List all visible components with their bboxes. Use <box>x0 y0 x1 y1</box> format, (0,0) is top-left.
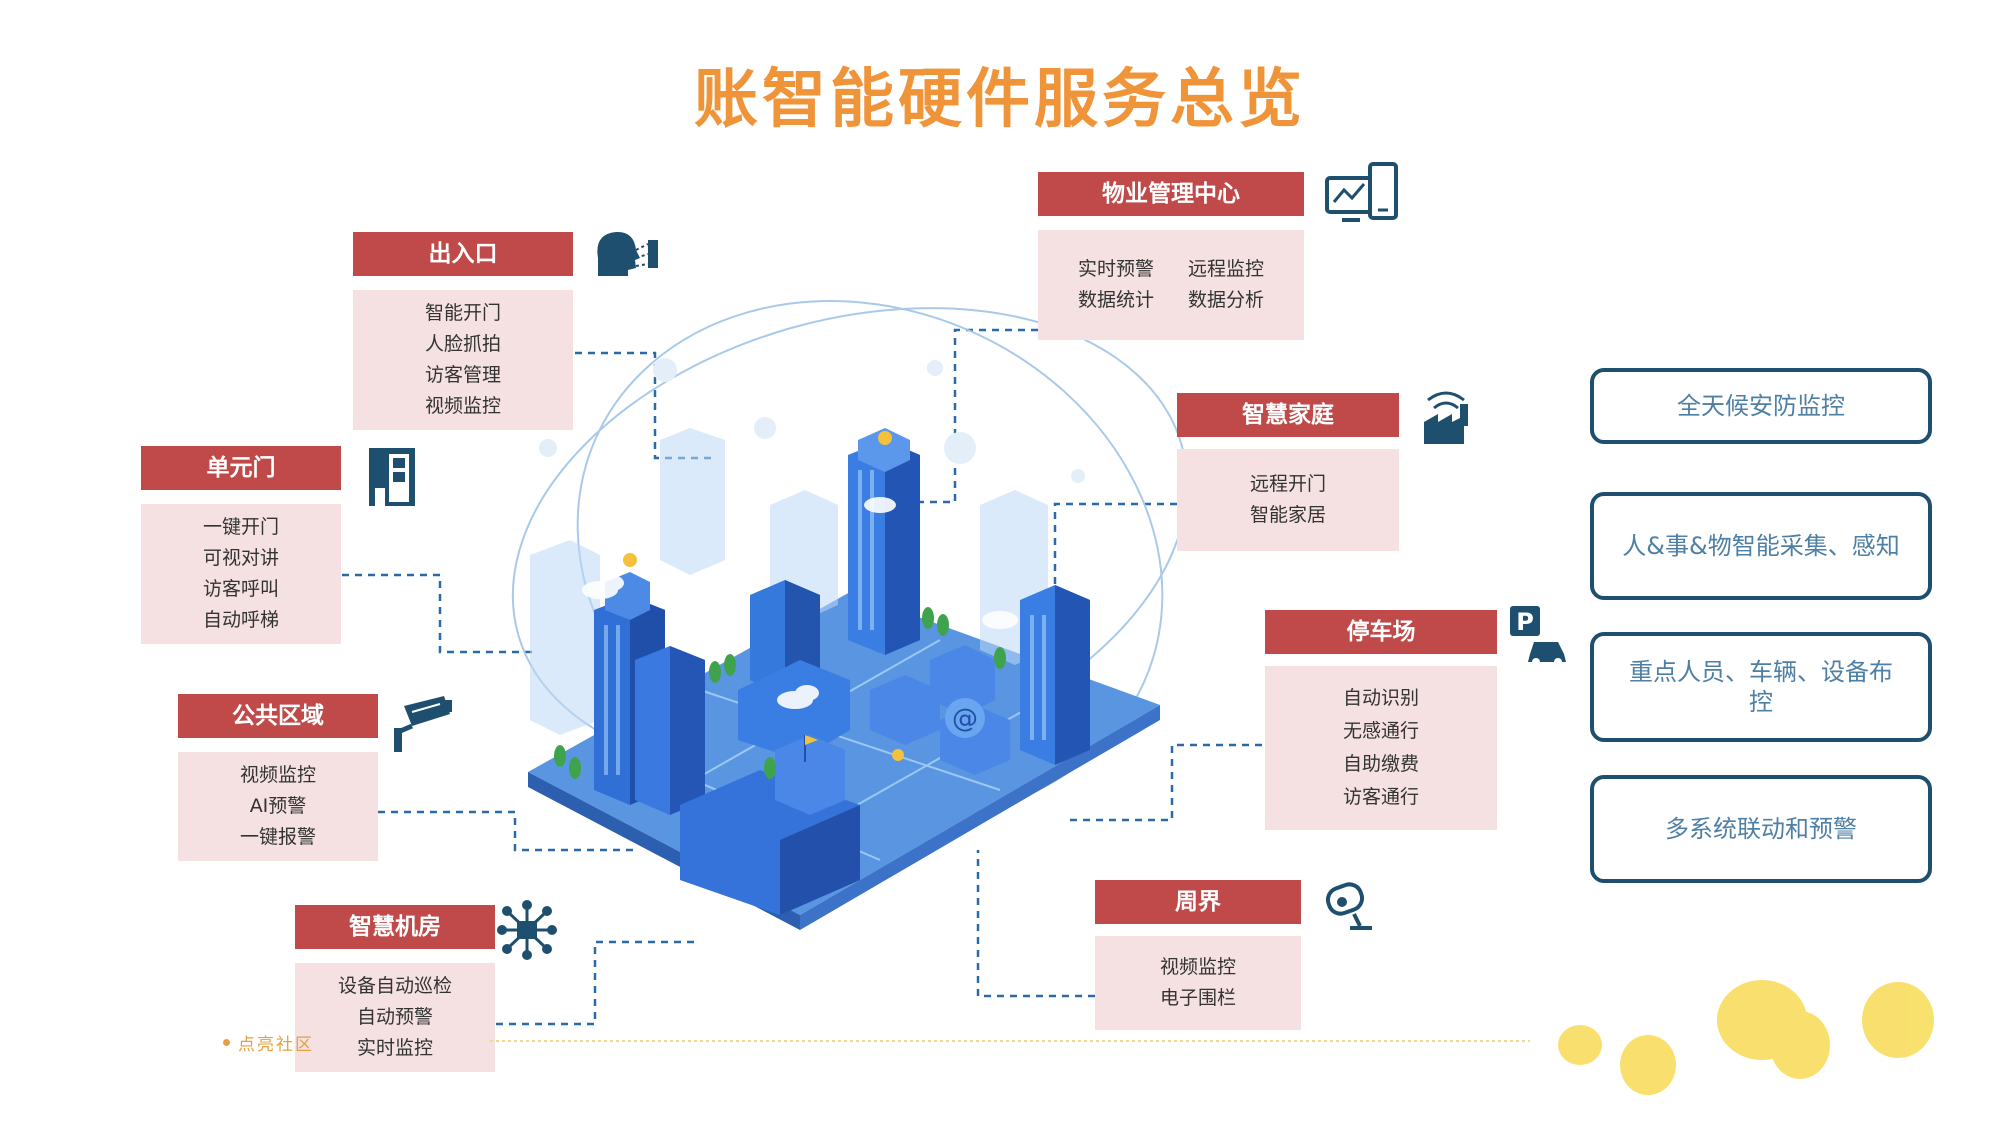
feature-box-all-weather-security: 全天候安防监控 <box>1590 368 1932 444</box>
connector-public <box>378 810 635 852</box>
cctv-camera-icon <box>394 696 452 752</box>
building-door-icon <box>369 448 415 506</box>
unit-door-item: 可视对讲 <box>202 547 279 569</box>
feature-box-key-target-control: 重点人员、车辆、设备布控 <box>1590 632 1932 742</box>
public-area-card: 公共区域 视频监控 AI预警 一键报警 <box>178 694 378 861</box>
smart-home-item: 智能家居 <box>1249 504 1326 526</box>
entrance-item: 视频监控 <box>424 395 501 417</box>
unit-door-item: 一键开门 <box>202 516 279 538</box>
entrance-item: 人脸抓拍 <box>424 333 501 355</box>
parking-car-icon: P <box>1510 606 1566 666</box>
perimeter-card-items: 视频监控 电子围栏 <box>1095 936 1301 1030</box>
perimeter-card-title: 周界 <box>1095 880 1301 924</box>
property-center-card-items: 实时预警 远程监控 数据统计 数据分析 <box>1038 230 1304 340</box>
footer-brand: 点亮社区 <box>238 1035 314 1055</box>
unit-door-item: 自动呼梯 <box>202 609 279 631</box>
network-hub-icon <box>497 900 557 960</box>
machine-room-card-title: 智慧机房 <box>295 905 495 949</box>
feature-box-linkage-alert: 多系统联动和预警 <box>1590 775 1932 883</box>
perimeter-card: 周界 视频监控 电子围栏 <box>1095 880 1301 1030</box>
parking-item: 自动识别 <box>1342 687 1419 709</box>
machine-room-card: 智慧机房 设备自动巡检 自动预警 实时监控 <box>295 905 495 1072</box>
parking-item: 自助缴费 <box>1342 753 1419 775</box>
smart-home-wifi-icon <box>1424 391 1468 444</box>
entrance-card-title: 出入口 <box>353 232 573 276</box>
property-center-item: 远程监控 <box>1187 258 1264 280</box>
unit-door-item: 访客呼叫 <box>202 578 279 600</box>
svg-text:P: P <box>1516 608 1534 636</box>
public-area-card-items: 视频监控 AI预警 一键报警 <box>178 752 378 861</box>
face-scan-icon <box>597 231 658 276</box>
connector-perimeter <box>976 850 1095 998</box>
property-center-card-title: 物业管理中心 <box>1038 172 1304 216</box>
smart-home-card: 智慧家庭 远程开门 智能家居 <box>1177 393 1399 551</box>
public-area-item: AI预警 <box>249 795 307 817</box>
connector-home <box>1053 502 1177 650</box>
entrance-item: 智能开门 <box>424 302 501 324</box>
monitor-chart-icon <box>1325 162 1398 222</box>
smart-home-item: 远程开门 <box>1249 473 1326 495</box>
smart-home-card-items: 远程开门 智能家居 <box>1177 449 1399 551</box>
smart-home-card-title: 智慧家庭 <box>1177 393 1399 437</box>
property-center-card: 物业管理中心 实时预警 远程监控 数据统计 数据分析 <box>1038 172 1304 340</box>
connector-property <box>915 328 1038 504</box>
security-camera-icon <box>1325 882 1372 930</box>
entrance-item: 访客管理 <box>424 364 501 386</box>
feature-box-smart-sensing: 人&事&物智能采集、感知 <box>1590 492 1932 600</box>
machine-room-item: 实时监控 <box>356 1037 433 1059</box>
unit-door-card-title: 单元门 <box>141 446 341 490</box>
perimeter-item: 视频监控 <box>1159 956 1236 978</box>
parking-card-title: 停车场 <box>1265 610 1497 654</box>
property-center-item: 数据分析 <box>1187 289 1264 311</box>
page-title: 账智能硬件服务总览 <box>694 63 1306 137</box>
machine-room-card-items: 设备自动巡检 自动预警 实时监控 <box>295 963 495 1072</box>
parking-item: 无感通行 <box>1342 720 1419 742</box>
unit-door-card-items: 一键开门 可视对讲 访客呼叫 自动呼梯 <box>141 504 341 644</box>
entrance-card-items: 智能开门 人脸抓拍 访客管理 视频监控 <box>353 290 573 430</box>
property-center-item: 实时预警 <box>1077 258 1154 280</box>
public-area-item: 视频监控 <box>239 764 316 786</box>
public-area-item: 一键报警 <box>239 826 316 848</box>
parking-card-items: 自动识别 无感通行 自助缴费 访客通行 <box>1265 666 1497 830</box>
perimeter-item: 电子围栏 <box>1159 987 1236 1009</box>
machine-room-item: 设备自动巡检 <box>337 975 452 997</box>
parking-item: 访客通行 <box>1342 786 1419 808</box>
entrance-card: 出入口 智能开门 人脸抓拍 访客管理 视频监控 <box>353 232 573 430</box>
footer-dot <box>223 1039 230 1046</box>
unit-door-card: 单元门 一键开门 可视对讲 访客呼叫 自动呼梯 <box>141 446 341 644</box>
svg-text:@: @ <box>952 704 978 734</box>
parking-card: 停车场 自动识别 无感通行 自助缴费 访客通行 <box>1265 610 1497 830</box>
connector-unit <box>342 573 535 654</box>
public-area-card-title: 公共区域 <box>178 694 378 738</box>
property-center-item: 数据统计 <box>1077 289 1154 311</box>
machine-room-item: 自动预警 <box>356 1006 433 1028</box>
